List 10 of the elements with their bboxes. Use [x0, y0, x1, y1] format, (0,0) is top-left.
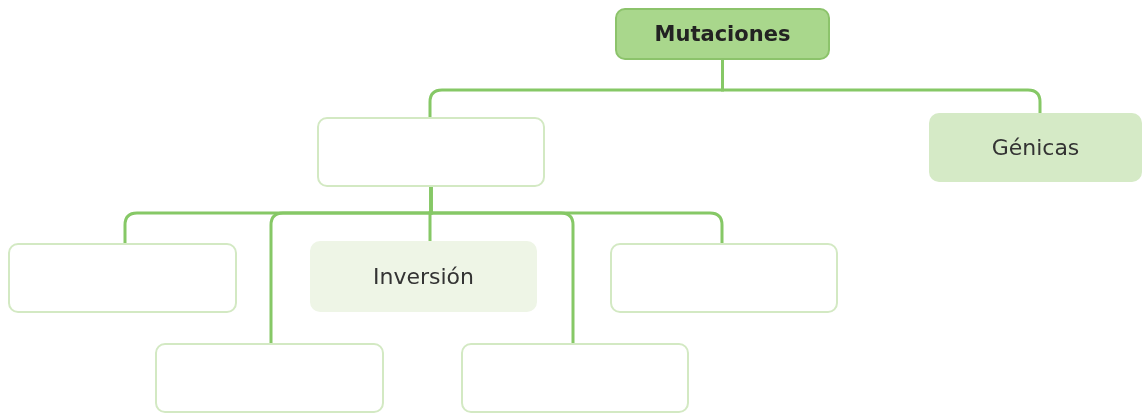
empty-box: [461, 343, 689, 413]
concept-box: Mutaciones: [615, 8, 830, 60]
empty-box: [8, 243, 237, 313]
empty-box: [610, 243, 838, 313]
empty-box: [155, 343, 384, 413]
concept-box: Génicas: [929, 113, 1142, 182]
concept-box: Inversión: [310, 241, 537, 312]
empty-box: [317, 117, 545, 187]
connector-line: [429, 187, 724, 243]
connector-line: [721, 60, 1042, 113]
